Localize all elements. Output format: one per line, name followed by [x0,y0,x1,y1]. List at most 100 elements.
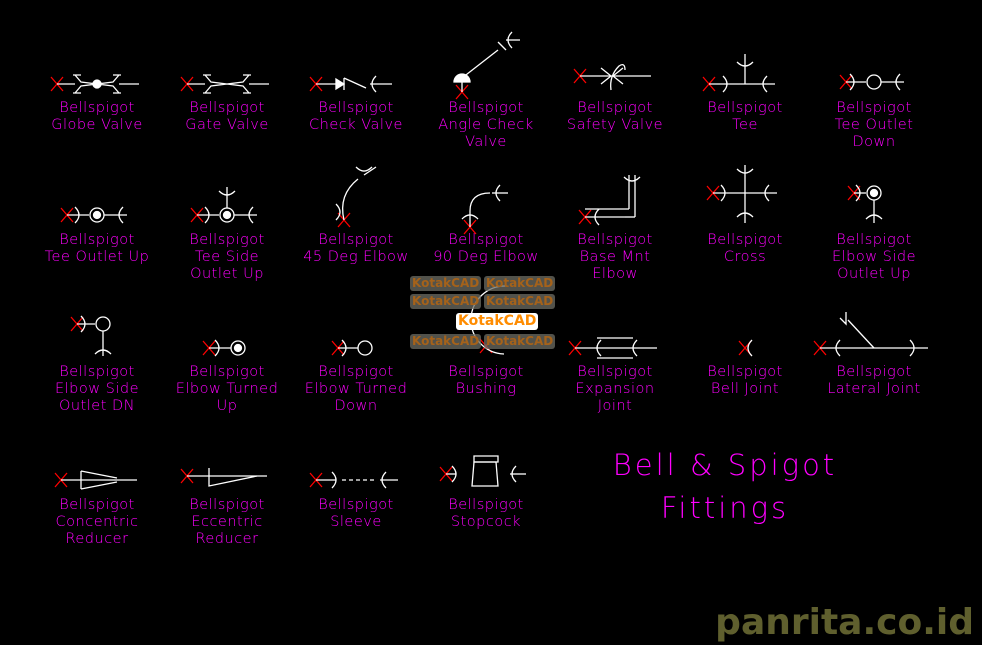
outlet-circle [866,74,882,90]
kotakcad-mark: KotakCAD [410,276,482,291]
bell-end [909,339,915,357]
label-line: Bellspigot [59,497,135,513]
outlet-circle [95,316,111,332]
label-line: Valve [465,134,507,150]
label-line: Bellspigot [318,100,394,116]
expansion-joint-symbol [568,337,657,359]
label-line: Down [852,134,896,150]
label-line: Stopcock [450,514,522,530]
valve-body [203,74,251,94]
label-line: Bellspigot [836,232,912,248]
bell-end [341,339,347,357]
eccentric-reducer-symbol [180,468,267,487]
label-line: Elbow Side [831,249,917,265]
valve-stem [497,41,507,51]
kotakcad-mark: KotakCAD [484,334,556,349]
bell-end [331,471,337,489]
reducer-body [80,470,118,490]
outlet-circle [357,340,373,356]
bell-end [736,212,754,218]
kotakcad-mark: KotakCAD [410,294,482,309]
symbol-stroke [363,166,377,176]
label-line: Base Mnt [579,249,651,265]
label-line: Bellspigot [448,364,524,380]
valve-body [453,73,471,83]
elbow-90-symbol [461,184,508,235]
bell-end [632,339,638,357]
bell-end [720,184,726,202]
outlet-dot [222,210,232,220]
label-line: Sleeve [330,514,382,530]
label-line: Elbow Side [54,381,140,397]
label-line: Bellspigot [448,497,524,513]
label-line: Elbow Turned [304,381,408,397]
bell-end [74,206,80,224]
kotakcad-mark: KotakCAD [410,334,482,349]
bell-end [94,349,112,355]
label-line: Bellspigot [577,364,653,380]
drawing-title-line2: Fittings [660,491,790,525]
pipe [469,192,491,227]
label-line: Joint [597,398,633,414]
label-line: Bellspigot [707,232,783,248]
concentric-reducer-symbol [54,470,137,490]
label-line: Bellspigot [836,364,912,380]
bell-end [596,339,602,357]
tee-side-outlet-up-symbol [190,187,257,224]
check-arrow [335,77,346,91]
globe-valve-symbol [50,74,139,94]
gate-valve-symbol [180,74,269,94]
bell-end [218,190,236,196]
label-line: Safety Valve [566,117,664,133]
kotakcad-watermark: KotakCAD KotakCAD KotakCAD KotakCAD Kota… [410,276,556,356]
label-line: Bellspigot [707,364,783,380]
label-line: Outlet Up [190,266,264,282]
symbol-stroke [461,49,499,79]
elbow-side-outlet-dn-symbol [70,315,112,356]
label-line: Reducer [65,531,129,547]
label-line: Bellspigot [448,100,524,116]
label-line: Cross [723,249,767,265]
base-mnt-elbow-symbol [578,175,641,226]
label-line: Bellspigot [707,100,783,116]
label-line: Lateral Joint [827,381,921,397]
outlet-dot [92,210,102,220]
sleeve-symbol [309,471,398,489]
kotakcad-mark: KotakCAD [484,294,556,309]
label-line: Globe Valve [51,117,143,133]
kotakcad-mark-main: KotakCAD [456,313,539,330]
stopcock-handle [473,455,499,463]
label-line: Angle Check [438,117,534,133]
bell-end [355,166,373,172]
label-line: Bell Joint [710,381,780,397]
kotakcad-mark: KotakCAD [484,276,556,291]
spring [610,64,626,91]
label-line: Elbow Turned [175,381,279,397]
label-line: Reducer [195,531,259,547]
label-line: Bellspigot [318,497,394,513]
bell-end [722,75,728,93]
check-valve-symbol [309,75,392,93]
label-line: Bellspigot [577,232,653,248]
label-line: 45 Deg Elbow [303,249,409,265]
label-line: Bushing [455,381,517,397]
label-line: Check Valve [309,117,403,133]
label-line: Outlet DN [58,398,136,414]
pipe [341,178,359,221]
bell-end [335,203,341,221]
outlet-dot [233,343,243,353]
